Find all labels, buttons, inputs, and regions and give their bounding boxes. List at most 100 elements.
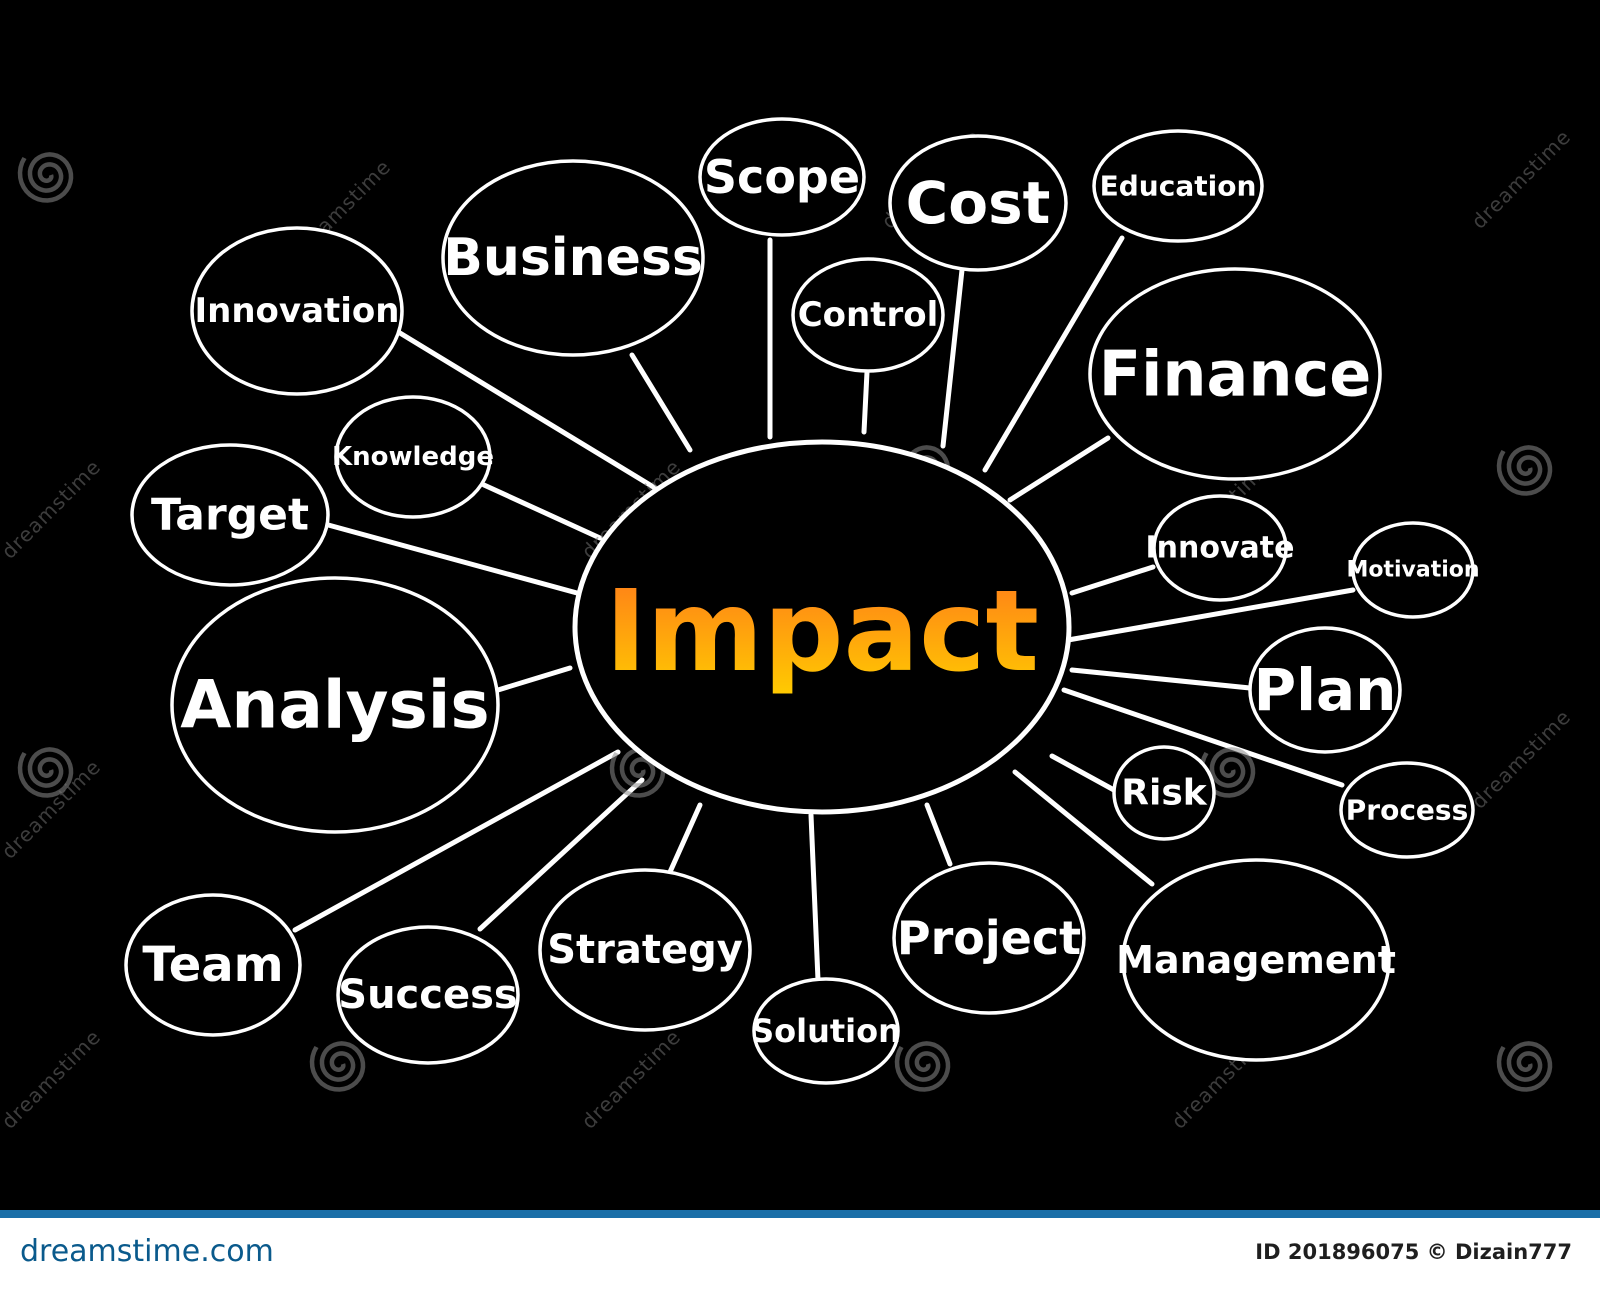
dreamstime-spiral-icon xyxy=(17,747,74,798)
connector-risk xyxy=(1049,753,1117,793)
watermark-text: dreamstime xyxy=(0,1025,106,1134)
connector-project xyxy=(924,802,953,867)
node-label-process: Process xyxy=(1346,794,1469,827)
connector-motivation xyxy=(1065,587,1356,643)
node-education: Education xyxy=(1092,129,1264,243)
node-knowledge: Knowledge xyxy=(332,395,494,519)
node-label-education: Education xyxy=(1100,170,1257,203)
node-bubble-motivation xyxy=(1351,521,1475,619)
connector-control xyxy=(861,369,870,435)
connector-success xyxy=(477,777,645,932)
node-bubble-business xyxy=(441,159,705,357)
node-label-innovation: Innovation xyxy=(195,291,400,331)
connector-lines xyxy=(292,235,1356,983)
node-bubble-project xyxy=(892,861,1086,1015)
watermark-text: dreamstime xyxy=(1467,705,1576,814)
node-success: Success xyxy=(336,925,520,1065)
node-management: Management xyxy=(1116,858,1396,1062)
dreamstime-spiral-icon xyxy=(1496,445,1553,496)
connector-target xyxy=(307,517,580,596)
node-label-cost: Cost xyxy=(906,169,1051,237)
node-cost: Cost xyxy=(888,134,1068,272)
connector-plan xyxy=(1069,667,1253,691)
node-business: Business xyxy=(441,159,705,357)
connector-finance xyxy=(1007,435,1111,503)
node-scope: Scope xyxy=(698,117,866,237)
node-label-management: Management xyxy=(1116,938,1396,982)
node-bubble-solution xyxy=(752,977,900,1085)
node-bubble-team xyxy=(124,893,302,1037)
watermark-text: dreamstime xyxy=(1467,125,1576,234)
connector-process xyxy=(1061,687,1345,788)
impact-mind-map: dreamstime dreamstime dreamstime dreamstime… xyxy=(0,117,1576,1134)
node-motivation: Motivation xyxy=(1346,521,1480,619)
node-label-team: Team xyxy=(142,937,283,993)
watermark-text: dreamstime xyxy=(0,455,106,564)
connector-innovation xyxy=(392,327,658,491)
node-label-finance: Finance xyxy=(1099,338,1372,411)
node-finance: Finance xyxy=(1088,267,1382,481)
node-process: Process xyxy=(1339,761,1475,859)
node-label-innovate: Innovate xyxy=(1146,531,1295,566)
node-bubble-innovation xyxy=(190,226,404,396)
node-bubble-plan xyxy=(1248,626,1402,754)
node-label-business: Business xyxy=(443,228,703,288)
node-bubble-analysis xyxy=(170,576,500,834)
footer-accent-band xyxy=(0,1210,1600,1218)
node-bubble-finance xyxy=(1088,267,1382,481)
node-analysis: Analysis xyxy=(170,576,500,834)
node-label-control: Control xyxy=(798,295,939,335)
watermark-text: dreamstime xyxy=(577,1025,686,1134)
connector-solution xyxy=(808,812,821,983)
node-bubble-scope xyxy=(698,117,866,237)
connector-strategy xyxy=(667,802,703,875)
node-project: Project xyxy=(892,861,1086,1015)
node-innovation: Innovation xyxy=(190,226,404,396)
node-label-project: Project xyxy=(897,911,1081,965)
node-bubble-process xyxy=(1339,761,1475,859)
node-bubble-management xyxy=(1121,858,1391,1062)
node-bubble-education xyxy=(1092,129,1264,243)
node-target: Target xyxy=(130,443,330,587)
node-bubble-success xyxy=(336,925,520,1065)
node-label-risk: Risk xyxy=(1121,773,1207,814)
node-label-knowledge: Knowledge xyxy=(332,442,494,472)
dreamstime-spiral-icon xyxy=(17,152,74,203)
node-risk: Risk xyxy=(1112,745,1216,841)
node-solution: Solution xyxy=(751,977,901,1085)
node-label-scope: Scope xyxy=(704,150,860,204)
node-label-plan: Plan xyxy=(1254,656,1397,724)
footer-bar: dreamstime.com ID 201896075 © Dizain777 xyxy=(0,1210,1600,1299)
node-bubble-cost xyxy=(888,134,1068,272)
node-label-target: Target xyxy=(151,490,309,541)
node-label-analysis: Analysis xyxy=(180,667,489,744)
connector-cost xyxy=(940,267,965,449)
center-label: Impact xyxy=(605,567,1039,697)
footer-brand-link[interactable]: dreamstime.com xyxy=(20,1234,274,1269)
dreamstime-spiral-icon xyxy=(309,1041,366,1092)
connector-team xyxy=(292,749,621,933)
dreamstime-spiral-icon xyxy=(1199,747,1256,798)
node-bubble-target xyxy=(130,443,330,587)
connector-management xyxy=(1012,769,1155,887)
node-team: Team xyxy=(124,893,302,1037)
connector-business xyxy=(629,352,693,453)
footer-image-credit: ID 201896075 © Dizain777 xyxy=(1255,1240,1572,1264)
node-control: Control xyxy=(791,257,945,373)
dreamstime-spiral-icon xyxy=(894,1041,951,1092)
node-label-solution: Solution xyxy=(751,1012,901,1050)
node-bubble-strategy xyxy=(538,868,752,1032)
connector-knowledge xyxy=(481,482,603,541)
center-node: Impact xyxy=(572,439,1072,815)
connector-innovate xyxy=(1069,564,1156,596)
node-label-success: Success xyxy=(338,972,517,1018)
dreamstime-spiral-icon xyxy=(1496,1041,1553,1092)
node-innovate: Innovate xyxy=(1146,494,1295,602)
node-bubble-innovate xyxy=(1152,494,1288,602)
node-label-strategy: Strategy xyxy=(547,927,743,973)
center-bubble xyxy=(572,439,1072,815)
node-bubble-control xyxy=(791,257,945,373)
node-plan: Plan xyxy=(1248,626,1402,754)
